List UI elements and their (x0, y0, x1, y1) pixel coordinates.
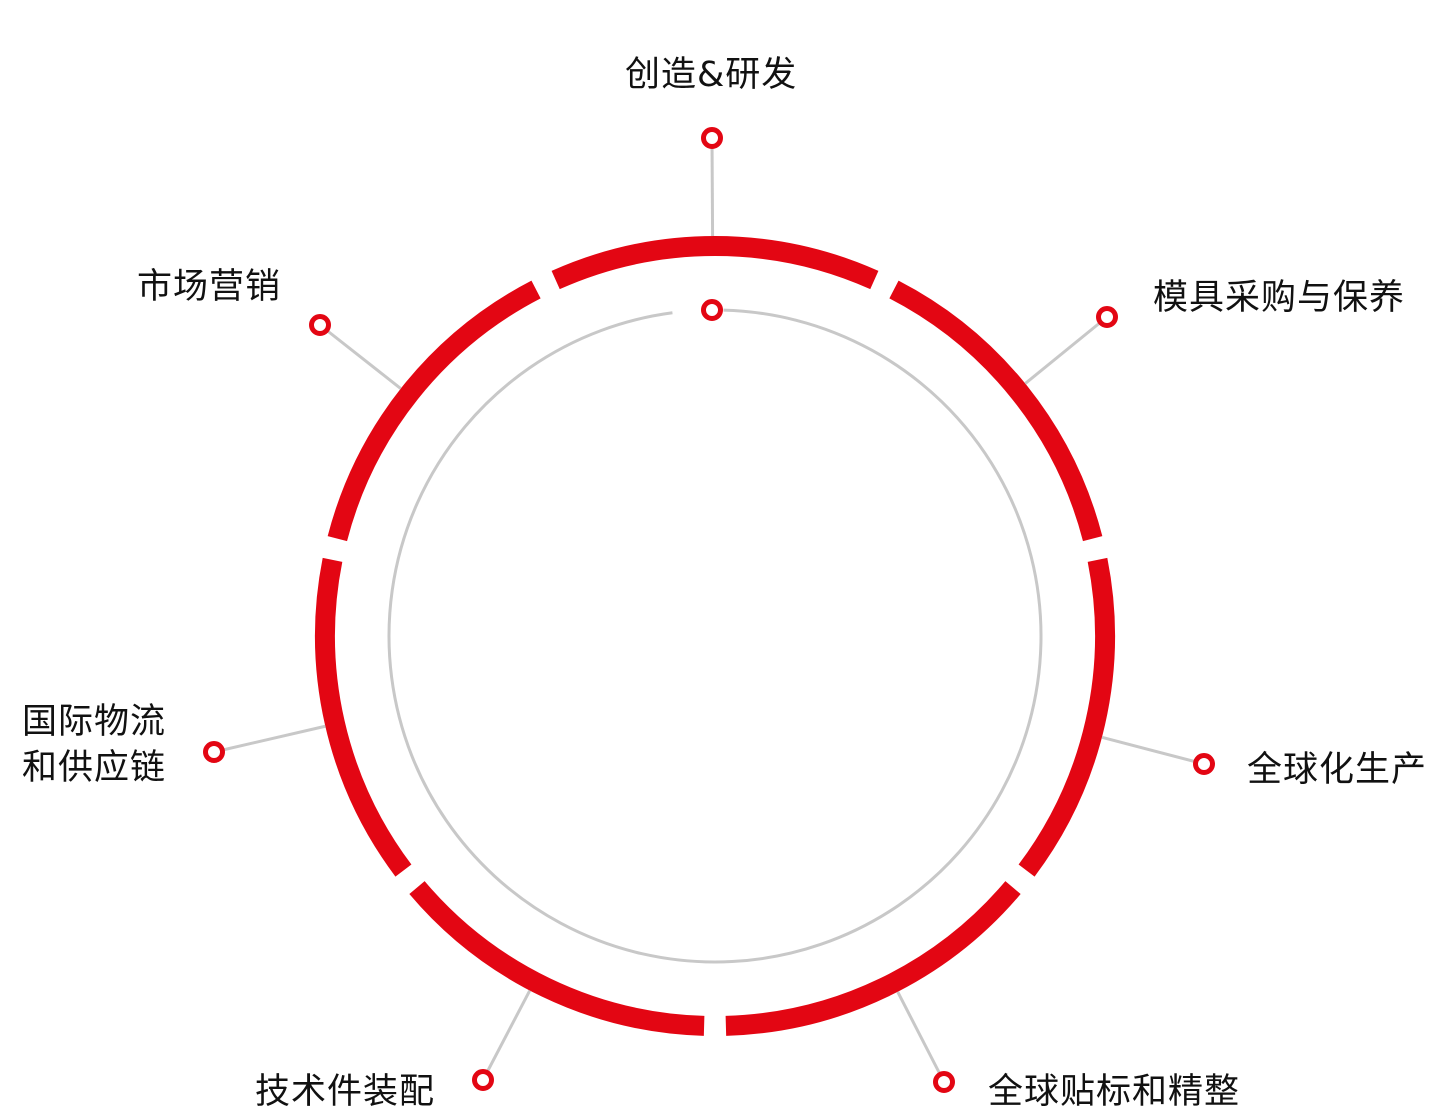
connector-line (481, 989, 532, 1081)
stage-label-global-production: 全球化生产 (1247, 750, 1428, 790)
inner-start-dot-icon (701, 299, 723, 321)
stage-label-logistics: 国际物流 和供应链 (22, 699, 166, 791)
ring-segment (409, 881, 705, 1036)
stage-label-logistics-line2: 和供应链 (22, 748, 167, 788)
connector-line (1024, 315, 1108, 385)
stage-label-marketing: 市场营销 (137, 267, 282, 307)
stage-dot-icon (701, 127, 723, 149)
ring-segment (551, 236, 879, 290)
stage-dot-icon (933, 1071, 955, 1093)
ring-segment (889, 280, 1103, 542)
inner-ring-arc (387, 308, 1043, 964)
connectors (203, 127, 1215, 1093)
stage-dot-icon (1096, 306, 1118, 328)
stage-label-logistics-line1: 国际物流 (22, 702, 167, 742)
ring-segment (1018, 557, 1115, 877)
ring-segment (725, 881, 1021, 1036)
connector-line (1101, 735, 1205, 766)
ring-segment (327, 280, 541, 542)
connector-line (710, 137, 715, 237)
stage-dot-icon (1193, 753, 1215, 775)
connector-line (213, 724, 326, 754)
stage-label-rnd: 创造&研发 (625, 55, 798, 95)
ring-segment (315, 557, 412, 877)
stage-dot-icon (309, 314, 331, 336)
stage-dot-icon (203, 741, 225, 763)
connector-line (896, 991, 946, 1083)
stage-label-labeling-finishing: 全球贴标和精整 (988, 1072, 1241, 1112)
stage-label-assembly: 技术件装配 (255, 1072, 436, 1112)
inner-ring (387, 299, 1043, 964)
outer-ring-segments (315, 236, 1115, 1036)
stage-dot-icon (472, 1069, 494, 1091)
stage-label-mold-procurement: 模具采购与保养 (1153, 278, 1406, 318)
connector-line (319, 323, 402, 390)
